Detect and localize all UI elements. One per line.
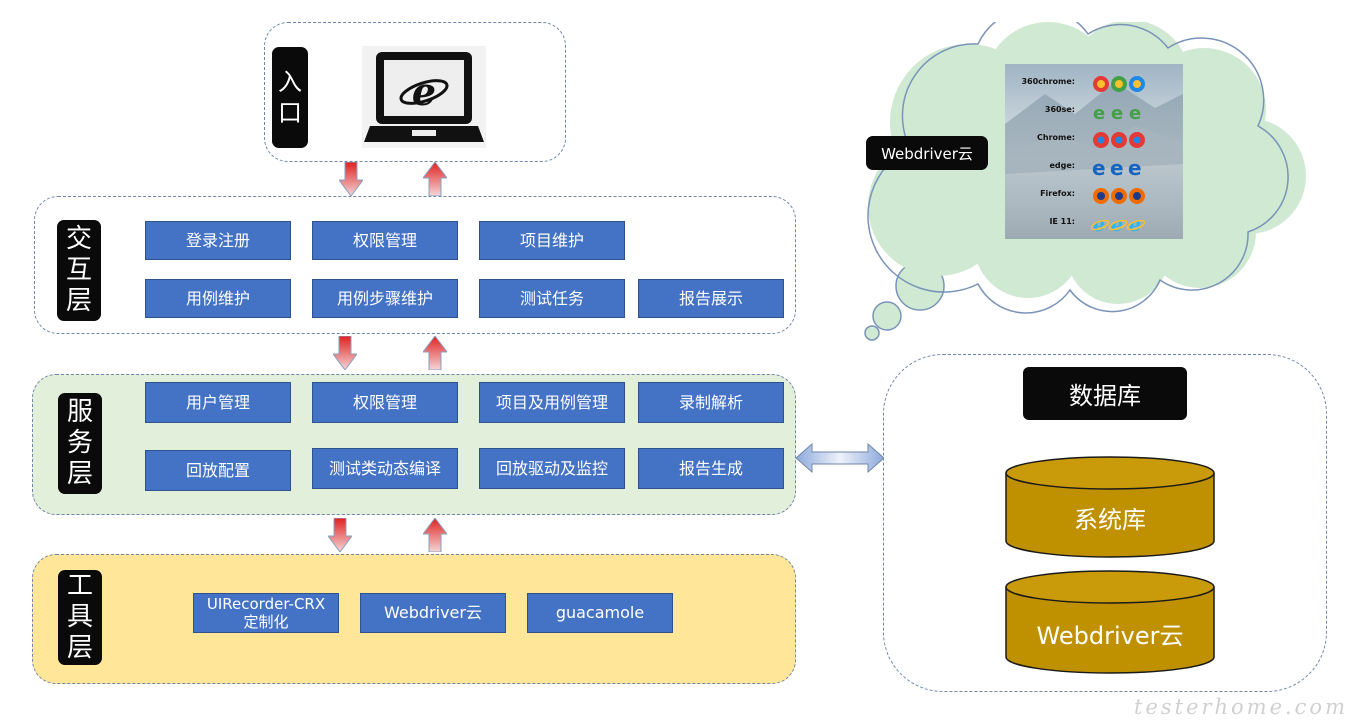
svg-text:e: e	[1129, 103, 1141, 122]
firefox-icon	[1093, 188, 1145, 204]
report-generation-box: 报告生成	[638, 448, 784, 489]
browser-name: 360se:	[1044, 105, 1075, 114]
svg-text:e: e	[412, 69, 436, 114]
browser-name: 360chrome:	[1021, 77, 1075, 86]
project-case-management-box: 项目及用例管理	[479, 382, 625, 423]
replay-config-box: 回放配置	[145, 450, 291, 491]
test-class-dynamic-compile-box: 测试类动态编译	[312, 448, 458, 489]
tool-layer-label: 工具层	[58, 570, 102, 665]
browser-row-chrome: Chrome:	[1005, 126, 1183, 154]
entry-panel	[264, 22, 566, 162]
database-label: 数据库	[1023, 367, 1187, 420]
user-management-box: 用户管理	[145, 382, 291, 423]
system-db-label: 系统库	[1074, 506, 1146, 534]
down-arrow-icon	[328, 518, 352, 552]
chrome-icon	[1093, 132, 1145, 148]
permission-management-box: 权限管理	[312, 221, 458, 260]
entry-label: 入口	[272, 47, 308, 148]
browser-name: Firefox:	[1040, 189, 1075, 198]
laptop-ie-icon: e	[362, 46, 486, 148]
test-task-box: 测试任务	[479, 279, 625, 318]
360chrome-icon	[1093, 76, 1145, 92]
case-step-maintenance-box: 用例步骤维护	[312, 279, 458, 318]
double-arrow-icon	[796, 443, 884, 473]
webdriver-cloud-label: Webdriver云	[866, 136, 988, 170]
svg-text:e: e	[1111, 103, 1123, 122]
up-arrow-icon	[423, 336, 447, 370]
webdriver-db-label: Webdriver云	[1036, 622, 1184, 650]
up-arrow-icon	[423, 518, 447, 552]
service-layer-label: 服务层	[58, 393, 102, 494]
browser-name: IE 11:	[1049, 217, 1075, 226]
browser-name: Chrome:	[1037, 133, 1075, 142]
case-maintenance-box: 用例维护	[145, 279, 291, 318]
replay-driver-monitor-box: 回放驱动及监控	[479, 448, 625, 489]
down-arrow-icon	[333, 336, 357, 370]
browser-row-firefox: Firefox:	[1005, 182, 1183, 210]
webdriver-db-cylinder: Webdriver云	[1005, 570, 1215, 674]
project-maintenance-box: 项目维护	[479, 221, 625, 260]
permission-management-box: 权限管理	[312, 382, 458, 423]
login-register-box: 登录注册	[145, 221, 291, 260]
svg-text:e: e	[1092, 158, 1106, 178]
database-panel	[883, 354, 1327, 692]
watermark: testerhome.com	[1133, 695, 1348, 719]
svg-text:e: e	[1128, 158, 1142, 178]
interaction-layer-panel	[34, 196, 796, 334]
svg-text:e: e	[1093, 103, 1105, 122]
webdriver-cloud-tool-box: Webdriver云	[360, 593, 506, 633]
browser-row-360chrome: 360chrome:	[1005, 70, 1183, 98]
recording-parse-box: 录制解析	[638, 382, 784, 423]
report-display-box: 报告展示	[638, 279, 784, 318]
uirecorder-crx-box: UIRecorder-CRX 定制化	[193, 593, 339, 633]
interaction-layer-label: 交互层	[57, 220, 101, 321]
up-arrow-icon	[423, 162, 447, 196]
browser-name: edge:	[1049, 161, 1075, 170]
down-arrow-icon	[339, 162, 363, 196]
guacamole-box: guacamole	[527, 593, 673, 633]
system-db-cylinder: 系统库	[1005, 456, 1215, 558]
svg-text:e: e	[1110, 158, 1124, 178]
